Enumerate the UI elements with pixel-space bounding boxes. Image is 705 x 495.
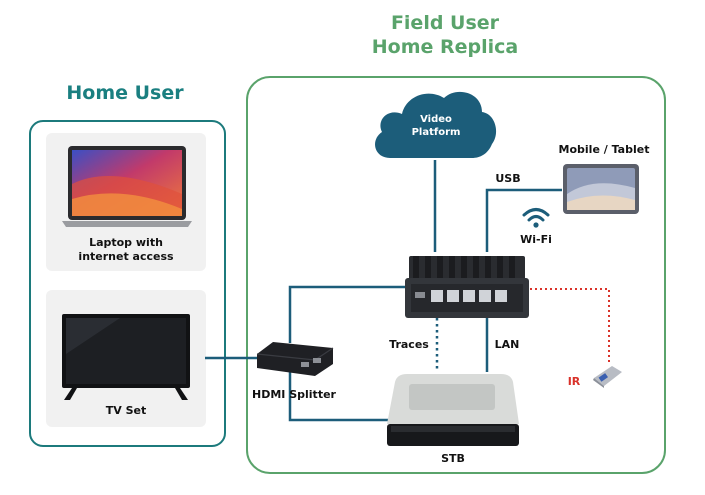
tablet-icon [563, 164, 639, 214]
mini-pc-icon [405, 256, 529, 318]
laptop-label-line1: Laptop with [89, 236, 163, 249]
tv-label: TV Set [105, 404, 147, 417]
usb-link-line [485, 188, 562, 252]
hdmi-splitter-icon [256, 342, 334, 376]
video-platform-label-line2: Platform [411, 127, 461, 138]
usb-label: USB [495, 172, 521, 185]
traces-label: Traces [389, 338, 429, 351]
laptop-icon [62, 146, 192, 227]
laptop-label-line2: internet access [78, 250, 174, 263]
splitter-stb-line [288, 372, 388, 422]
field-panel-title-line1: Field User [390, 12, 500, 34]
cloud-icon [375, 91, 497, 158]
mobile-tablet-label: Mobile / Tablet [558, 143, 650, 156]
ir-label: IR [567, 375, 581, 388]
tv-icon [62, 314, 190, 400]
stb-label: STB [441, 452, 465, 465]
video-platform-label-line1: Video [420, 114, 452, 125]
splitter-feed-line [288, 285, 405, 343]
wifi-icon [522, 208, 550, 228]
wifi-label: Wi-Fi [520, 233, 552, 246]
field-panel-title-line2: Home Replica [371, 36, 519, 58]
ir-link-line [530, 288, 610, 362]
lan-label: LAN [494, 338, 520, 351]
stb-icon [387, 374, 519, 446]
hdmi-splitter-label: HDMI Splitter [252, 388, 336, 401]
ir-sensor-icon [593, 366, 622, 388]
home-panel-title: Home User [66, 82, 184, 104]
